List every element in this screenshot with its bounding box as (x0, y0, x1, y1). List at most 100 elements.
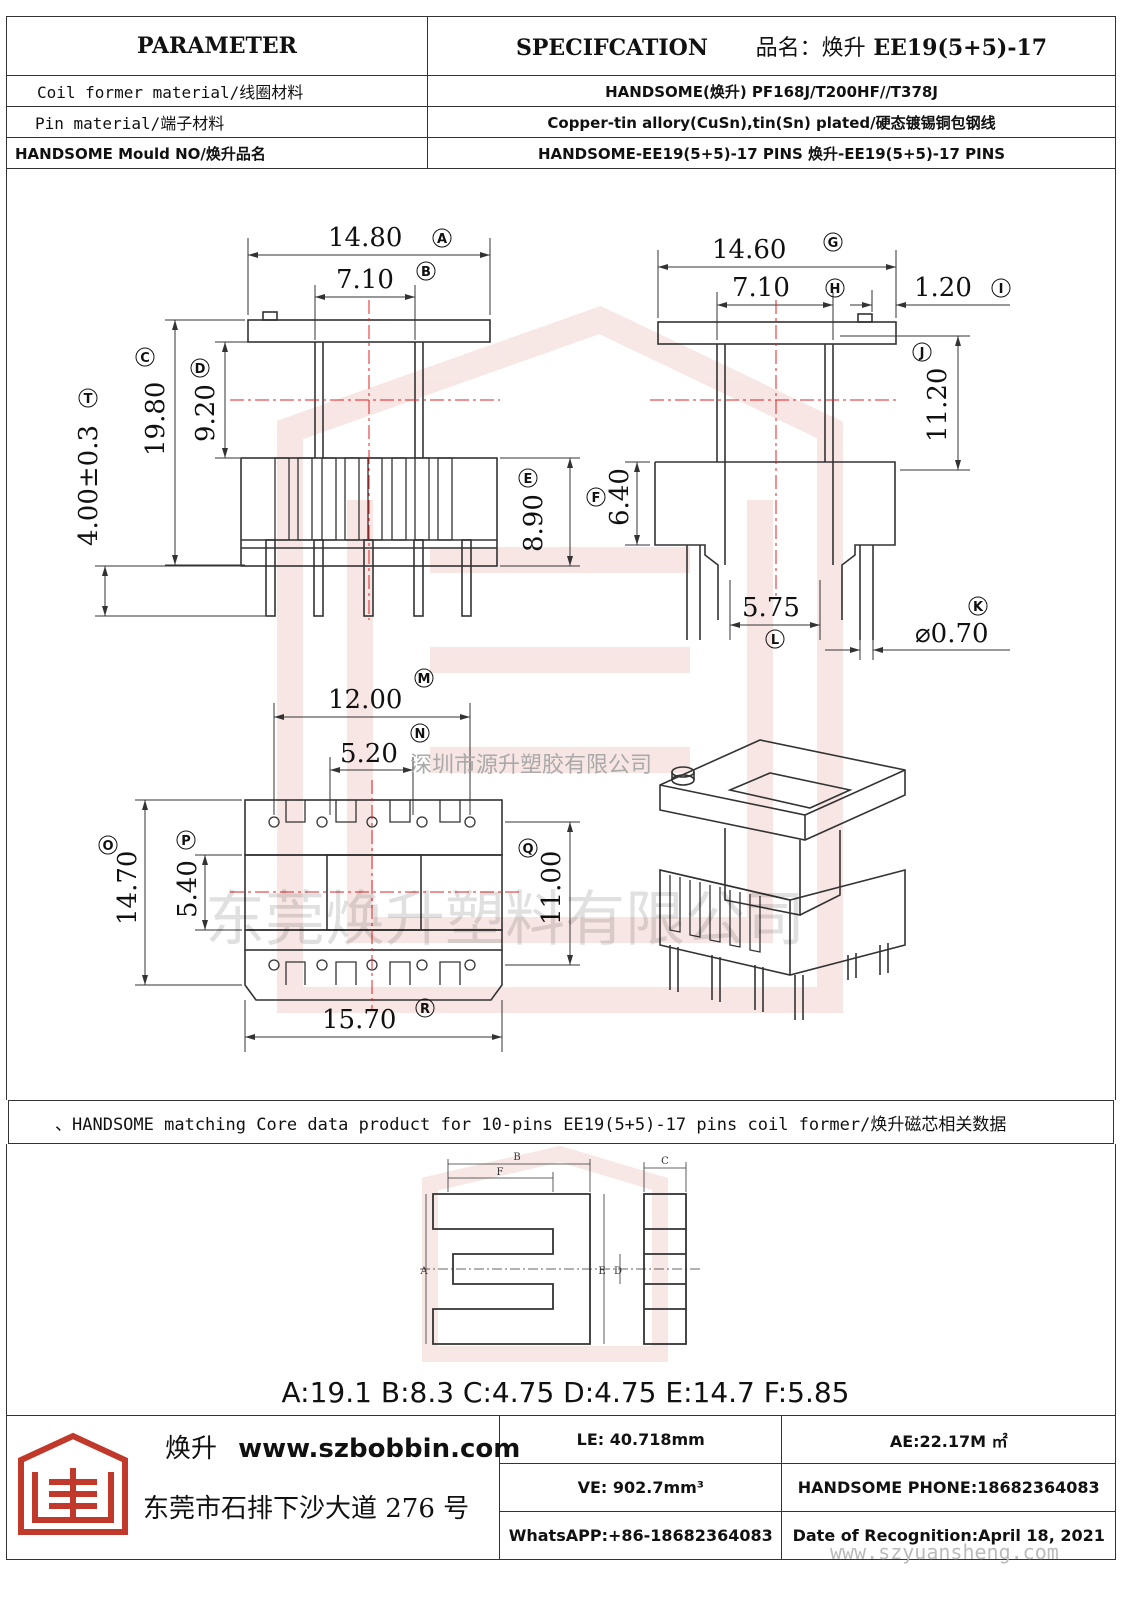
svg-text:M: M (418, 672, 431, 687)
svg-text:D: D (195, 362, 206, 377)
svg-text:A: A (437, 232, 447, 247)
circle-letter-j: J (912, 342, 932, 362)
circle-letter-i: I (991, 278, 1011, 298)
product-name-label: 品名： (755, 36, 822, 61)
circle-letter-t: T (78, 388, 98, 408)
circle-letter-h: H (825, 278, 845, 298)
isometric-view (659, 739, 906, 1020)
svg-text:L: L (771, 633, 779, 648)
dim-q: 11.00 (537, 851, 567, 925)
dim-i: 1.20 (914, 273, 972, 303)
svg-text:H: H (830, 282, 841, 297)
circle-letter-m: M (414, 668, 434, 688)
core-label-f: F (497, 1167, 504, 1178)
brand-address: 东莞市石排下沙大道 276 号 (143, 1494, 470, 1524)
dim-r: 15.70 (322, 1005, 396, 1035)
param-label-mould: HANDSOME Mould NO/焕升品名 (6, 137, 428, 169)
core-dimension-lines (420, 1159, 700, 1344)
svg-text:T: T (84, 392, 93, 407)
dim-p: 5.40 (173, 860, 203, 918)
param-label-pin: Pin material/端子材料 (6, 106, 428, 138)
footer-table: 焕升 www.szbobbin.com 东莞市石排下沙大道 276 号 LE: … (6, 1415, 1116, 1560)
spec-label: SPECIFCATION (516, 35, 708, 61)
date-cell: Date of Recognition:April 18, 2021 (781, 1511, 1116, 1560)
core-values: A:19.1 B:8.3 C:4.75 D:4.75 E:14.7 F:5.85 (281, 1376, 850, 1409)
dim-n: 5.20 (340, 739, 398, 769)
circle-letter-g: G (823, 232, 843, 252)
core-frame (6, 1144, 1116, 1415)
product-name-cn: 焕升 (821, 36, 866, 61)
circle-letter-q: Q (518, 838, 538, 858)
bottom-view (244, 799, 503, 1001)
circle-letter-k: K (968, 596, 988, 616)
svg-text:F: F (592, 491, 601, 506)
core-banner: 、HANDSOME matching Core data product for… (8, 1100, 1114, 1144)
brand-website[interactable]: www.szbobbin.com (238, 1434, 521, 1464)
spec-heading: SPECIFCATION 品名：焕升 EE19(5+5)-17 (427, 16, 1116, 76)
svg-text:G: G (828, 236, 839, 251)
svg-text:E: E (524, 472, 533, 487)
dim-d: 9.20 (191, 384, 221, 442)
dim-g: 14.60 (712, 235, 786, 265)
watermark-logo (277, 305, 843, 1013)
technical-drawing: 14.80 7.10 19.80 9.20 4.00±0.3 8.90 14.6… (74, 223, 1011, 1052)
e-core-front (432, 1193, 591, 1345)
watermark-company-small: 深圳市源升塑胶有限公司 (410, 753, 652, 778)
core-label-a: A (419, 1266, 428, 1277)
header-table: PARAMETER SPECIFCATION 品名：焕升 EE19(5+5)-1… (6, 16, 1116, 169)
svg-text:B: B (421, 265, 431, 280)
circle-letter-l: L (765, 629, 785, 649)
dim-f: 6.40 (605, 468, 635, 526)
ae-cell: AE:22.17M ㎡ (781, 1415, 1116, 1464)
dim-j: 11.20 (923, 368, 953, 442)
param-value-pin: Copper-tin allory(CuSn),tin(Sn) plated/硬… (427, 106, 1116, 138)
front-view (240, 311, 498, 617)
circle-letter-b: B (416, 261, 436, 281)
svg-text:N: N (415, 727, 426, 742)
circle-letter-d: D (190, 358, 210, 378)
parameter-heading: PARAMETER (6, 16, 428, 76)
drawing-frame (6, 168, 1116, 1100)
dim-c: 19.80 (141, 382, 171, 456)
le-cell: LE: 40.718mm (498, 1415, 783, 1464)
centerlines (230, 300, 900, 1010)
watermark-company-large: 东莞焕升塑料有限公司 (205, 885, 805, 955)
whatsapp-cell: WhatsAPP:+86-18682364083 (498, 1511, 783, 1560)
circle-letter-o: O (98, 835, 118, 855)
dimension-arrows (102, 252, 961, 1040)
core-drawing: B F C A E D (419, 1145, 700, 1362)
dim-m: 12.00 (328, 685, 402, 715)
dim-h: 7.10 (732, 273, 790, 303)
phone-cell: HANDSOME PHONE:18682364083 (781, 1463, 1116, 1512)
circle-letter-a: A (432, 228, 452, 248)
product-name-model: EE19(5+5)-17 (873, 35, 1048, 61)
svg-text:C: C (140, 351, 150, 366)
ve-cell: VE: 902.7mm³ (498, 1463, 783, 1512)
dim-t: 4.00±0.3 (74, 425, 104, 546)
circle-letter-f: F (586, 487, 606, 507)
dim-e: 8.90 (519, 494, 549, 552)
circle-letter-c: C (135, 347, 155, 367)
circle-letter-n: N (410, 723, 430, 743)
brand-logo-icon (18, 1432, 128, 1535)
circle-letter-r: R (415, 998, 435, 1018)
core-banner-text: 、HANDSOME matching Core data product for… (55, 1114, 1007, 1135)
svg-text:P: P (181, 834, 191, 849)
svg-text:J: J (919, 346, 925, 361)
dim-k: ⌀0.70 (915, 619, 989, 649)
side-view (654, 313, 897, 640)
svg-text:I: I (999, 282, 1004, 297)
svg-text:K: K (973, 600, 984, 615)
watermark-website: www.szyuansheng.com (830, 1540, 1059, 1564)
svg-text:O: O (102, 839, 113, 854)
circle-letter-e: E (518, 468, 538, 488)
circle-letter-p: P (176, 830, 196, 850)
dimension-lines (95, 238, 1010, 1052)
svg-text:R: R (420, 1002, 430, 1017)
brand-name-cn: 焕升 (165, 1434, 218, 1464)
core-label-d: D (614, 1266, 622, 1277)
dim-l: 5.75 (742, 593, 800, 623)
dim-a: 14.80 (328, 223, 402, 253)
svg-text:Q: Q (522, 842, 533, 857)
brand-cell: 焕升 www.szbobbin.com 东莞市石排下沙大道 276 号 (6, 1415, 520, 1560)
